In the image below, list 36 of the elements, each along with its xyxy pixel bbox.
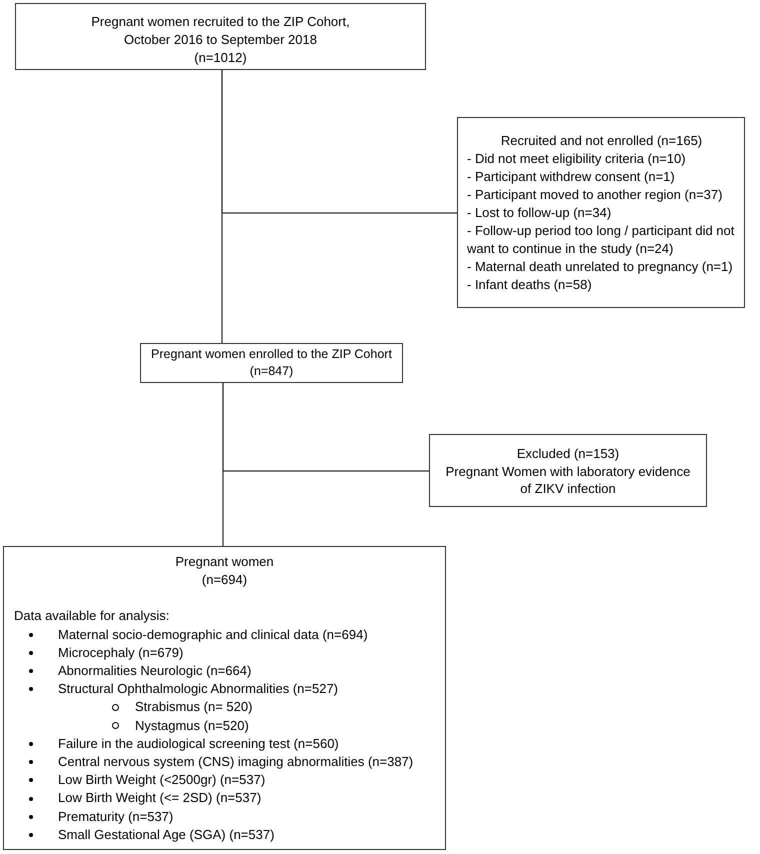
list-item: Low Birth Weight (<2500gr) (n=537)	[58, 771, 266, 790]
box-text: (n=1012)	[193, 49, 248, 67]
box-heading: Pregnant women enrolled to the ZIP Cohort	[150, 346, 393, 363]
list-item: Abnormalities Neurologic (n=664)	[58, 662, 252, 680]
list-item: Structural Ophthalmologic Abnormalities (n=527)	[58, 680, 338, 698]
box-heading: Excluded (n=153)	[516, 445, 620, 462]
list-item: Prematurity (n=537)	[58, 808, 174, 826]
box-heading: Recruited and not enrolled (n=165)	[500, 132, 704, 150]
box-text: Data available for analysis:	[14, 607, 170, 626]
list-item: Low Birth Weight (<= 2SD) (n=537)	[58, 789, 262, 808]
list-item: Central nervous system (CNS) imaging abnormalities (n=387)	[58, 753, 414, 772]
list-item: Strabismus (n= 520)	[135, 698, 252, 716]
process-box	[15, 3, 426, 70]
box-text: - Participant withdrew consent (n=1)	[467, 168, 676, 186]
box-text: - Infant deaths (n=58)	[467, 276, 593, 294]
box-heading: Pregnant women recruited to the ZIP Cohort, October 2016 to September 2018	[90, 13, 351, 49]
list-item: Maternal socio-demographic and clinical data (n=694)	[58, 626, 368, 644]
list-item: Nystagmus (n=520)	[135, 716, 249, 735]
process-box	[429, 434, 707, 507]
connector-line	[221, 70, 457, 214]
box-text: - Lost to follow-up (n=34)	[467, 204, 612, 222]
connector-line	[222, 383, 429, 472]
box-text: Pregnant Women with laboratory evidence of ZIKV infection	[444, 462, 692, 498]
box-text: (n=694)	[200, 571, 248, 590]
box-text: - Did not meet eligibility criteria (n=10)	[467, 150, 687, 168]
box-heading: Pregnant women	[174, 553, 275, 571]
box-text: - Participant moved to another region (n=37)	[467, 186, 724, 204]
list-item: Failure in the audiological screening test (n=560)	[58, 734, 339, 753]
box-text: - Maternal death unrelated to pregnancy (n=1)	[467, 258, 734, 276]
list-item: Microcephaly (n=679)	[58, 644, 184, 662]
process-box	[140, 343, 403, 383]
box-text: - Follow-up period too long / participant did not want to continue in the study (n=24)	[467, 222, 736, 258]
process-box	[3, 546, 446, 850]
list-item: Small Gestational Age (SGA) (n=537)	[58, 826, 274, 844]
box-text: (n=847)	[248, 363, 294, 380]
process-box	[457, 117, 745, 308]
